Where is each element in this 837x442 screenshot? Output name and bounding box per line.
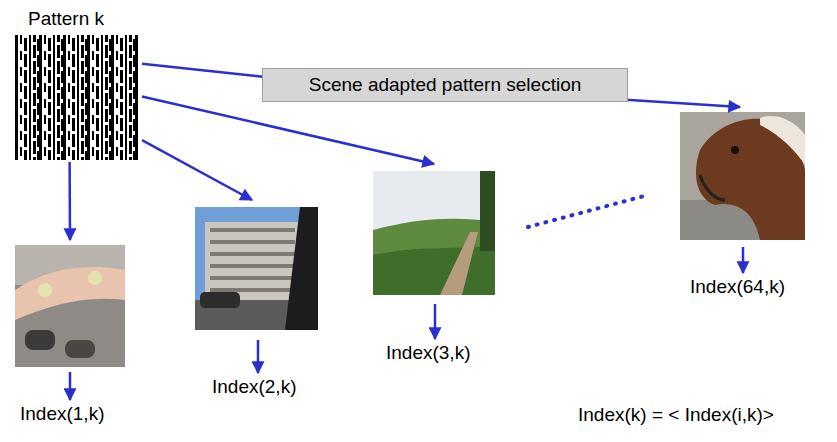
photo-building <box>195 207 318 330</box>
arrow-segment <box>742 247 745 273</box>
formula-label: Index(k) = < Index(i,k)> <box>578 404 774 426</box>
index-label: Index(64,k) <box>690 276 786 298</box>
photo-landscape <box>373 171 495 295</box>
node-text: Index(64,k) <box>690 276 786 298</box>
photo-arm <box>15 245 125 367</box>
index-label: Index(2,k) <box>212 376 297 398</box>
arrow-segment <box>69 372 72 400</box>
index-label: Index(3,k) <box>386 342 471 364</box>
arrow-connector <box>69 162 70 400</box>
arrow-segment <box>142 140 252 200</box>
arrow-segment <box>142 64 740 107</box>
pattern-node: Pattern k <box>15 6 142 162</box>
photo-horse <box>680 112 805 240</box>
node-text: Pattern k <box>28 8 142 30</box>
pattern-image <box>15 35 140 160</box>
arrow-segment <box>257 340 260 373</box>
arrow-segment <box>142 96 434 164</box>
node-text: Index(3,k) <box>386 342 471 364</box>
node-text: Index(2,k) <box>212 376 297 398</box>
arrow-connector <box>142 140 258 373</box>
arrow-segment <box>68 162 71 240</box>
node-text: Index(1,k) <box>20 403 105 425</box>
ellipsis-dots <box>528 195 648 227</box>
edge-label-box: Scene adapted pattern selection <box>262 68 628 102</box>
arrow-connector <box>142 96 435 339</box>
index-label: Index(1,k) <box>20 403 105 425</box>
arrow-connector <box>142 64 743 273</box>
arrow-segment <box>434 304 437 339</box>
